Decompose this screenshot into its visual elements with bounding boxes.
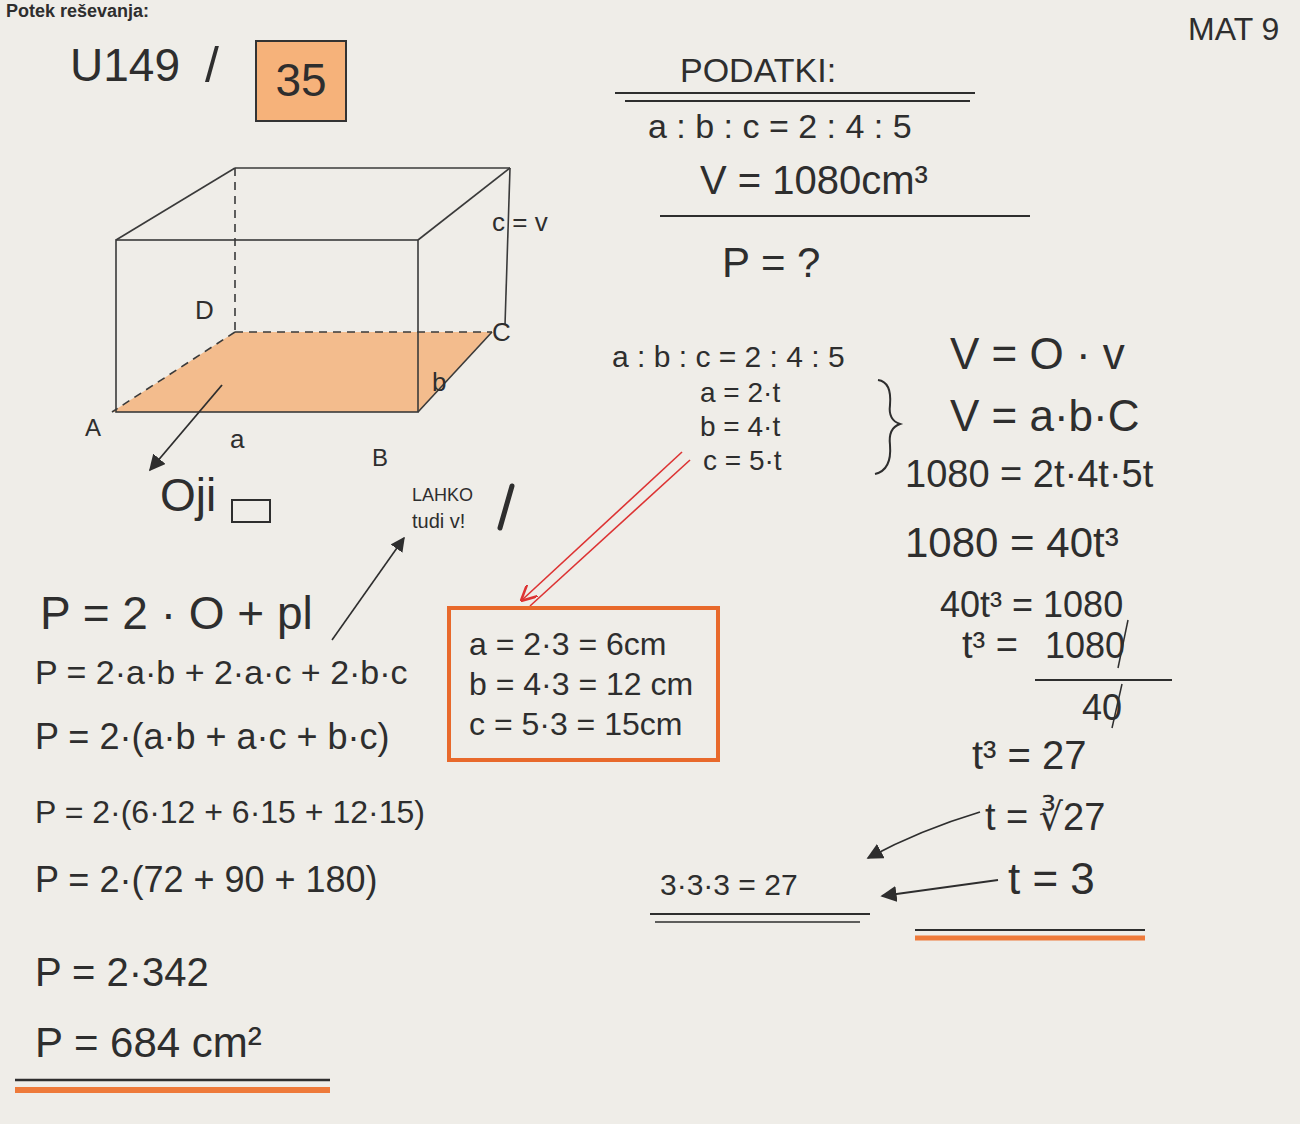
leader-arrow bbox=[332, 538, 404, 640]
handwritten-text: V = O · v bbox=[950, 330, 1125, 378]
handwritten-text: LAHKO bbox=[412, 486, 473, 506]
separator-line bbox=[660, 215, 1030, 217]
underline bbox=[655, 921, 860, 923]
underline bbox=[615, 92, 975, 94]
rectangle-symbol bbox=[232, 500, 270, 522]
fraction-line bbox=[1035, 679, 1172, 681]
handwritten-text: t³ = 27 bbox=[972, 733, 1087, 777]
handwritten-text: Oji bbox=[160, 470, 216, 521]
task-number-box: 35 bbox=[255, 40, 347, 122]
handwritten-text: a : b : c = 2 : 4 : 5 bbox=[648, 108, 912, 145]
handwritten-text: / bbox=[205, 38, 219, 93]
underline bbox=[915, 936, 1145, 941]
base-shading bbox=[112, 332, 492, 412]
handwritten-text: P = 2·(a·b + a·c + b·c) bbox=[35, 717, 389, 757]
handwritten-text: P = 684 cm² bbox=[35, 1020, 262, 1066]
handwritten-text: D bbox=[195, 296, 214, 325]
handwritten-text: V = 1080cm³ bbox=[700, 158, 928, 202]
brace bbox=[875, 380, 900, 474]
handwritten-text: B bbox=[372, 445, 388, 471]
underline bbox=[15, 1087, 330, 1093]
handwritten-text: t = ∛27 bbox=[985, 797, 1105, 839]
handwritten-text: U149 bbox=[70, 40, 180, 91]
handwritten-text: PODATKI: bbox=[680, 52, 836, 89]
handwritten-text: P = 2 · O + pl bbox=[40, 588, 313, 639]
underline bbox=[915, 929, 1145, 931]
handwritten-text: P = 2·a·b + 2·a·c + 2·b·c bbox=[35, 654, 408, 691]
exclamation-stroke bbox=[500, 486, 512, 528]
node-text: c = 5·3 = 15cm bbox=[469, 704, 698, 744]
handwritten-text: a = 2·t bbox=[700, 378, 780, 409]
red-arrow bbox=[522, 452, 690, 606]
handwritten-text: 1080 bbox=[1045, 626, 1125, 666]
underline bbox=[625, 100, 970, 102]
handwritten-text: t = 3 bbox=[1008, 855, 1095, 903]
handwritten-text: a bbox=[230, 425, 244, 454]
handwritten-text: c = 5·t bbox=[703, 446, 782, 477]
result-box: a = 2·3 = 6cmb = 4·3 = 12 cmc = 5·3 = 15… bbox=[447, 606, 720, 762]
handwritten-text: Potek reševanja: bbox=[6, 2, 149, 22]
handwritten-text: c = v bbox=[492, 208, 548, 237]
handwritten-text: A bbox=[85, 415, 101, 441]
handwritten-text: 1080 = 40t³ bbox=[905, 520, 1119, 566]
node-text: a = 2·3 = 6cm bbox=[469, 624, 698, 664]
handwritten-text: 1080 = 2t·4t·5t bbox=[905, 454, 1153, 496]
handwritten-text: P = 2·(6·12 + 6·15 + 12·15) bbox=[35, 795, 425, 830]
leader-arrow bbox=[882, 880, 998, 896]
cuboid bbox=[112, 168, 510, 412]
handwritten-text: P = 2·342 bbox=[35, 950, 209, 994]
handwritten-text: t³ = bbox=[962, 625, 1018, 667]
node-text: b = 4·3 = 12 cm bbox=[469, 664, 698, 704]
leader-arrow bbox=[868, 812, 980, 858]
handwritten-text: b bbox=[432, 368, 446, 397]
handwritten-text: tudi v! bbox=[412, 510, 465, 532]
handwritten-text: 3·3·3 = 27 bbox=[660, 868, 798, 901]
handwritten-text: 40 bbox=[1082, 688, 1122, 728]
handwritten-text: P = ? bbox=[722, 240, 820, 286]
handwritten-text: V = a·b·C bbox=[950, 392, 1140, 440]
leader-arrow bbox=[150, 385, 222, 470]
underline bbox=[15, 1079, 330, 1082]
handwritten-text: P = 2·(72 + 90 + 180) bbox=[35, 860, 378, 900]
underline bbox=[650, 913, 870, 915]
handwritten-text: C bbox=[492, 318, 511, 347]
handwritten-text: b = 4·t bbox=[700, 412, 780, 443]
handwritten-text: 40t³ = 1080 bbox=[940, 585, 1123, 625]
node-text: 35 bbox=[271, 52, 331, 110]
handwritten-text: MAT 9 bbox=[1188, 12, 1279, 47]
handwritten-text: a : b : c = 2 : 4 : 5 bbox=[612, 340, 845, 373]
